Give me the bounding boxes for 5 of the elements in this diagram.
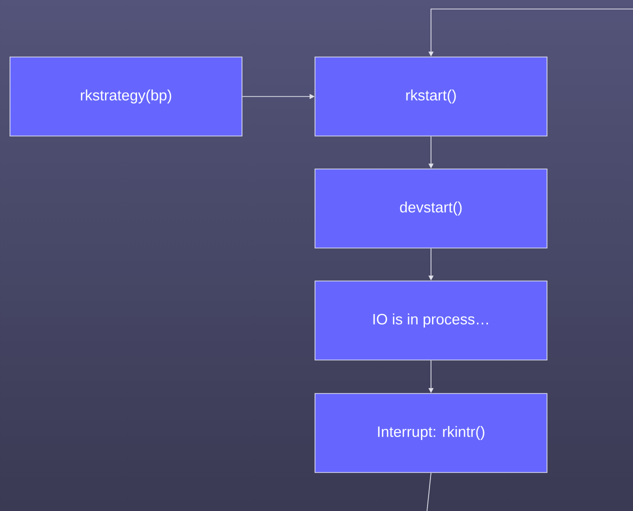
process-box: Interrupt: rkintr() <box>314 393 548 473</box>
process-box: rkstrategy(bp) <box>10 56 242 136</box>
process-box: IO is in process… <box>314 280 548 360</box>
process-box: rkstart() <box>314 56 548 136</box>
process-box: devstart() <box>314 168 548 248</box>
